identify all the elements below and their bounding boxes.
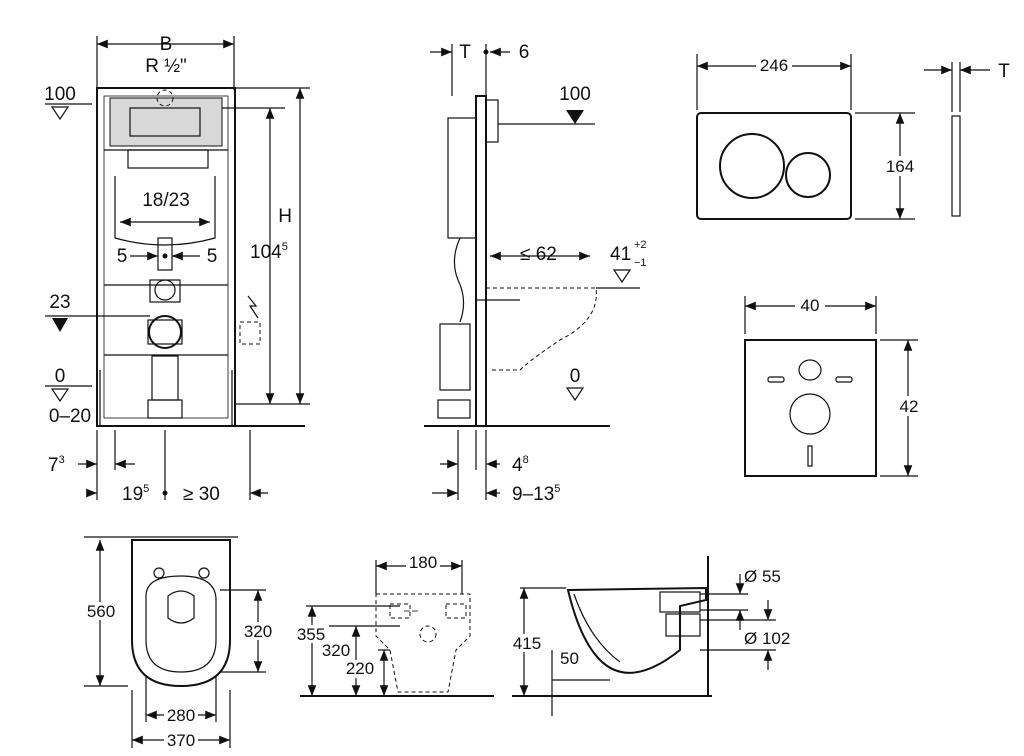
dim-6: 6 — [519, 42, 530, 63]
bowl-top-view: 560 320 280 370 — [84, 536, 274, 750]
level-23-front: 23 — [49, 292, 70, 313]
flush-plate-width: 246 — [760, 56, 788, 75]
level-0-front: 0 — [55, 366, 66, 387]
tol-plus: +2 — [634, 239, 647, 251]
back-h220: 220 — [346, 659, 374, 678]
dim-9-13: 9–135 — [512, 483, 560, 505]
dim-18-23: 18/23 — [142, 190, 190, 211]
bowl-inner-width: 280 — [167, 706, 195, 725]
flush-plate-view: 246 164 T — [696, 54, 1010, 220]
bowl-outline-side — [566, 586, 707, 674]
side-dia-55: Ø 55 — [744, 567, 781, 586]
bowl-inner-length: 320 — [244, 622, 272, 641]
back-width: 180 — [409, 553, 437, 572]
front-view: B R ½" 100 1045 — [44, 34, 310, 505]
dim-ge-30: ≥ 30 — [183, 484, 220, 505]
level-0-side: 0 — [570, 366, 581, 387]
side-dim-50: 50 — [560, 649, 579, 668]
dim-le-62: ≤ 62 — [520, 244, 557, 265]
label-r-half-inch: R ½" — [145, 56, 187, 77]
sound-plate — [744, 339, 877, 477]
sound-plate-height: 42 — [900, 397, 919, 416]
bowl-side-view: 415 50 Ø 55 Ø 102 — [510, 556, 790, 716]
label-h: H — [278, 206, 292, 227]
dim-7: 73 — [48, 454, 65, 476]
flush-plate-label-t: T — [998, 61, 1010, 82]
back-h355: 355 — [297, 625, 325, 644]
bowl-back-view: 180 355 320 220 — [293, 553, 494, 697]
dim-104: 1045 — [250, 241, 288, 263]
side-dia-102: Ø 102 — [744, 629, 790, 648]
dim-41: 41 — [610, 244, 631, 265]
dim-5-right: 5 — [207, 246, 218, 267]
flush-plate-height: 164 — [886, 157, 914, 176]
dim-5-left: 5 — [117, 246, 128, 267]
level-100-front: 100 — [44, 84, 76, 105]
level-0-20: 0–20 — [49, 406, 91, 427]
side-height: 415 — [513, 634, 541, 653]
bowl-length: 560 — [87, 602, 115, 621]
sound-plate-view: 40 42 — [744, 296, 922, 477]
dim-19: 195 — [122, 483, 149, 505]
flush-button-small — [785, 152, 831, 198]
back-h320: 320 — [322, 641, 350, 660]
flush-plate — [696, 112, 852, 220]
label-b: B — [160, 34, 173, 55]
sound-plate-width: 40 — [801, 296, 820, 315]
tol-minus: −1 — [634, 257, 647, 269]
bowl-width: 370 — [167, 731, 195, 750]
flush-button-large — [719, 133, 785, 199]
dim-4-8: 48 — [512, 454, 529, 476]
bowl-outline-top — [131, 539, 231, 688]
side-view: T 6 100 ≤ 62 41 +2 −1 0 48 — [424, 42, 647, 505]
side-label-t: T — [459, 42, 471, 63]
level-100-side: 100 — [559, 84, 591, 105]
